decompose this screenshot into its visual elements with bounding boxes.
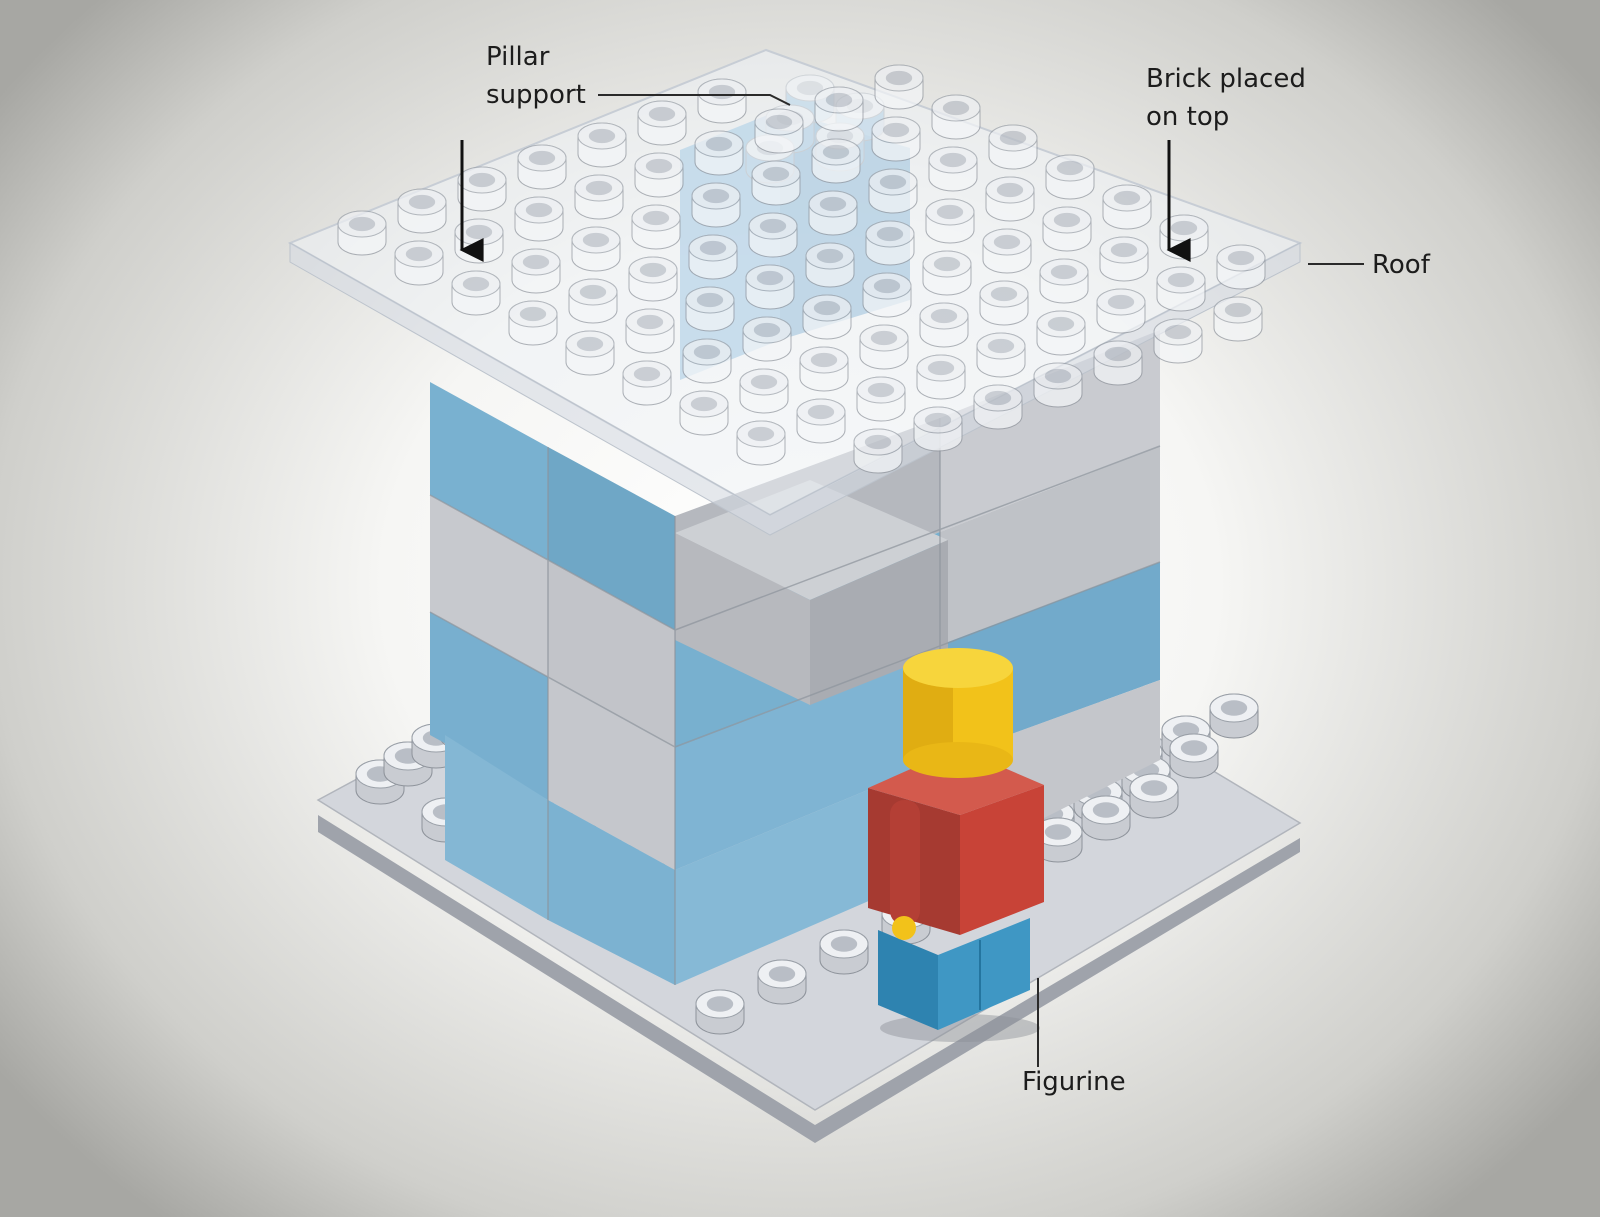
stud — [752, 161, 800, 205]
stud — [626, 309, 674, 353]
roof-label: Roof — [1372, 246, 1430, 284]
stud — [1214, 297, 1262, 341]
stud — [740, 369, 788, 413]
stud — [1034, 363, 1082, 407]
stud — [1217, 245, 1265, 289]
figurine-head-top — [903, 648, 1013, 688]
stud — [1094, 341, 1142, 385]
stud — [1130, 774, 1178, 818]
stud — [923, 251, 971, 295]
stud — [920, 303, 968, 347]
stud — [629, 257, 677, 301]
stud — [926, 199, 974, 243]
figurine-label: Figurine — [1022, 1063, 1126, 1101]
stud — [983, 229, 1031, 273]
stud — [698, 79, 746, 123]
stud — [1170, 734, 1218, 778]
stud — [758, 960, 806, 1004]
stud — [980, 281, 1028, 325]
stud — [809, 191, 857, 235]
stud — [452, 271, 500, 315]
stud — [815, 87, 863, 131]
stud — [857, 377, 905, 421]
stud — [746, 265, 794, 309]
stud — [395, 241, 443, 285]
stud — [929, 147, 977, 191]
stud — [509, 301, 557, 345]
stud — [695, 131, 743, 175]
stud — [1082, 796, 1130, 840]
stud — [575, 175, 623, 219]
stud — [515, 197, 563, 241]
brick-placed-on-top-label: Brick placed on top — [1146, 60, 1306, 136]
stud — [875, 65, 923, 109]
stud — [743, 317, 791, 361]
stud — [932, 95, 980, 139]
stud — [914, 407, 962, 451]
stud — [797, 399, 845, 443]
stud — [692, 183, 740, 227]
stud — [800, 347, 848, 391]
stud — [572, 227, 620, 271]
stud — [1046, 155, 1094, 199]
stud — [518, 145, 566, 189]
stud — [749, 213, 797, 257]
stud — [872, 117, 920, 161]
stud — [1157, 267, 1205, 311]
figurine-arm — [890, 800, 920, 925]
stud — [1210, 694, 1258, 738]
stud — [686, 287, 734, 331]
stud — [812, 139, 860, 183]
stud — [806, 243, 854, 287]
stud — [755, 109, 803, 153]
stud — [917, 355, 965, 399]
stud — [569, 279, 617, 323]
stud — [689, 235, 737, 279]
stud — [623, 361, 671, 405]
stud — [683, 339, 731, 383]
stud — [974, 385, 1022, 429]
stud — [635, 153, 683, 197]
stud — [578, 123, 626, 167]
stud — [803, 295, 851, 339]
stud — [737, 421, 785, 465]
stud — [458, 167, 506, 211]
stud — [989, 125, 1037, 169]
figurine-hand — [892, 916, 916, 940]
pillar-support-label: Pillar support — [486, 38, 586, 114]
stud — [1043, 207, 1091, 251]
stud — [977, 333, 1025, 377]
stud — [680, 391, 728, 435]
stud — [566, 331, 614, 375]
stud — [512, 249, 560, 293]
stud — [866, 221, 914, 265]
stud — [986, 177, 1034, 221]
stud — [820, 930, 868, 974]
stud — [863, 273, 911, 317]
stud — [338, 211, 386, 255]
stud — [854, 429, 902, 473]
stud — [632, 205, 680, 249]
stud — [696, 990, 744, 1034]
stud — [1100, 237, 1148, 281]
stud — [638, 101, 686, 145]
stud — [1037, 311, 1085, 355]
stud — [869, 169, 917, 213]
stud — [1160, 215, 1208, 259]
stud — [1154, 319, 1202, 363]
stud — [860, 325, 908, 369]
stud — [398, 189, 446, 233]
stud — [1103, 185, 1151, 229]
stud — [1040, 259, 1088, 303]
stud — [1097, 289, 1145, 333]
